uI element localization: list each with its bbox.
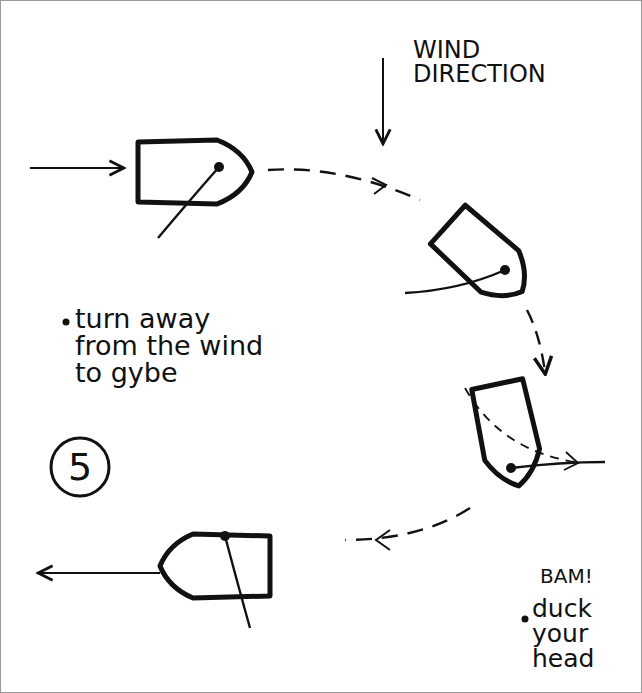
boom xyxy=(158,167,219,238)
boat xyxy=(160,534,270,598)
callout-number: 5 xyxy=(49,436,111,498)
bullet xyxy=(63,319,70,326)
course-arrowhead xyxy=(372,178,386,194)
course-path xyxy=(268,169,420,200)
note-text: duck your head xyxy=(532,596,642,671)
course-arrow xyxy=(30,167,122,169)
boat xyxy=(429,204,541,313)
course-arrowhead xyxy=(376,530,390,550)
boom xyxy=(405,270,505,293)
boom xyxy=(225,536,250,628)
note-text: turn away from the wind to gybe xyxy=(75,305,280,386)
boat xyxy=(470,378,546,491)
boom-swing-arrowhead xyxy=(564,452,578,470)
step-circle: 5 xyxy=(49,436,111,498)
boom xyxy=(511,462,605,468)
boom-swing xyxy=(465,388,575,462)
wind-arrow xyxy=(382,58,384,142)
course-path xyxy=(345,508,470,540)
exclamation: BAM! xyxy=(540,566,630,586)
wind-label: WIND DIRECTION xyxy=(413,38,563,86)
course-path xyxy=(527,310,545,372)
bullet xyxy=(522,616,529,623)
course-arrow xyxy=(40,572,160,574)
